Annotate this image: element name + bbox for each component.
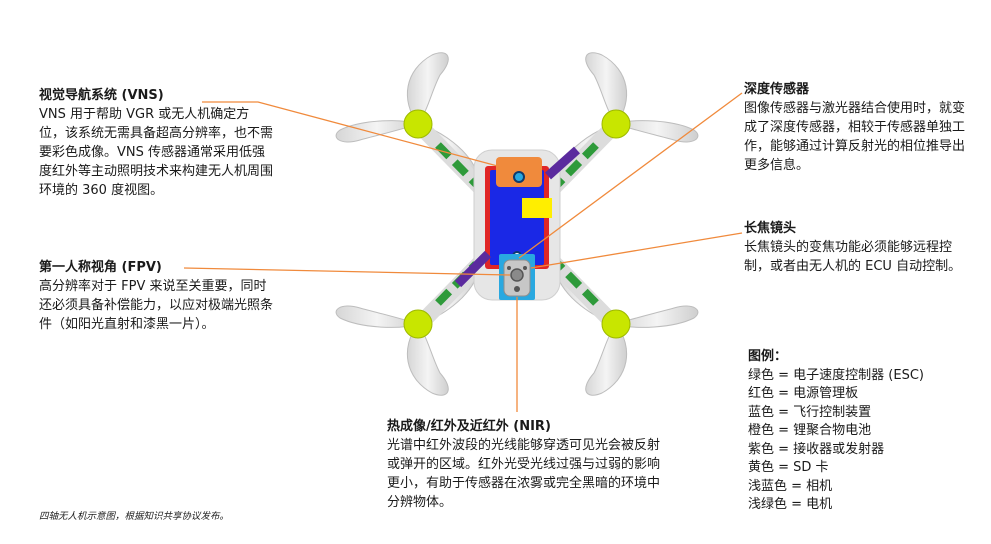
label-telephoto: 长焦镜头 长焦镜头的变焦功能必须能够远程控制，或者由无人机的 ECU 自动控制。 <box>744 219 969 276</box>
legend-item: 蓝色 = 飞行控制装置 <box>748 404 872 420</box>
label-fpv-body: 高分辨率对于 FPV 来说至关重要，同时还必须具备补偿能力，以应对极端光照条件（… <box>39 279 274 332</box>
label-vns-title: 视觉导航系统 (VNS) <box>39 88 164 103</box>
leader-depth <box>518 92 743 259</box>
label-depth-body: 图像传感器与激光器结合使用时，就变成了深度传感器，相较于传感器单独工作，能够通过… <box>744 101 966 173</box>
legend-item: 紫色 = 接收器或发射器 <box>748 441 885 457</box>
legend-item: 浅绿色 = 电机 <box>748 497 833 512</box>
legend-item: 绿色 = 电子速度控制器 (ESC) <box>748 367 924 383</box>
label-vns: 视觉导航系统 (VNS) VNS 用于帮助 VGR 或无人机确定方位，该系统无需… <box>39 86 274 200</box>
label-thermal-body: 光谱中红外波段的光线能够穿透可见光会被反射或弹开的区域。红外光受光线过强与过弱的… <box>387 438 661 510</box>
motors <box>403 109 631 339</box>
label-fpv-title: 第一人称视角 (FPV) <box>39 260 162 275</box>
caption: 四轴无人机示意图，根据知识共享协议发布。 <box>39 511 230 522</box>
motor-bottom-left <box>403 309 433 339</box>
label-tele-title: 长焦镜头 <box>744 221 797 236</box>
motor-top-right <box>601 109 631 139</box>
camera-lens-small-icon <box>523 266 527 270</box>
camera-lens-icon <box>510 268 524 282</box>
camera-lens-small-icon <box>514 286 520 292</box>
label-depth-title: 深度传感器 <box>744 82 810 97</box>
legend: 图例： 绿色 = 电子速度控制器 (ESC) 红色 = 电源管理板 蓝色 = 飞… <box>748 348 924 515</box>
label-vns-body: VNS 用于帮助 VGR 或无人机确定方位，该系统无需具备超高分辨率，也不需要彩… <box>39 107 274 198</box>
legend-item: 红色 = 电源管理板 <box>748 386 859 401</box>
sd-card <box>522 198 552 218</box>
motor-top-left <box>403 109 433 139</box>
label-thermal: 热成像/红外及近红外 (NIR) 光谱中红外波段的光线能够穿透可见光会被反射或弹… <box>387 417 662 512</box>
legend-title: 图例： <box>748 349 788 364</box>
leader-vns <box>202 101 506 169</box>
legend-item: 橙色 = 锂聚合物电池 <box>748 423 872 438</box>
depth-sensor-lens-icon <box>513 171 525 183</box>
flight-controller <box>490 170 544 265</box>
label-depth-sensor: 深度传感器 图像传感器与激光器结合使用时，就变成了深度传感器，相较于传感器单独工… <box>744 80 969 175</box>
leader-tele <box>530 232 743 269</box>
label-thermal-title: 热成像/红外及近红外 (NIR) <box>387 419 551 434</box>
receiver-strips <box>454 146 581 288</box>
legend-item: 浅蓝色 = 相机 <box>748 478 833 494</box>
label-fpv: 第一人称视角 (FPV) 高分辨率对于 FPV 来说至关重要，同时还必须具备补偿… <box>39 258 274 334</box>
camera-lens-small-icon <box>507 266 511 270</box>
motor-bottom-right <box>601 309 631 339</box>
label-tele-body: 长焦镜头的变焦功能必须能够远程控制，或者由无人机的 ECU 自动控制。 <box>744 240 962 274</box>
leader-fpv <box>183 267 511 276</box>
legend-item: 黄色 = SD 卡 <box>748 460 829 475</box>
leader-lines <box>183 92 743 412</box>
